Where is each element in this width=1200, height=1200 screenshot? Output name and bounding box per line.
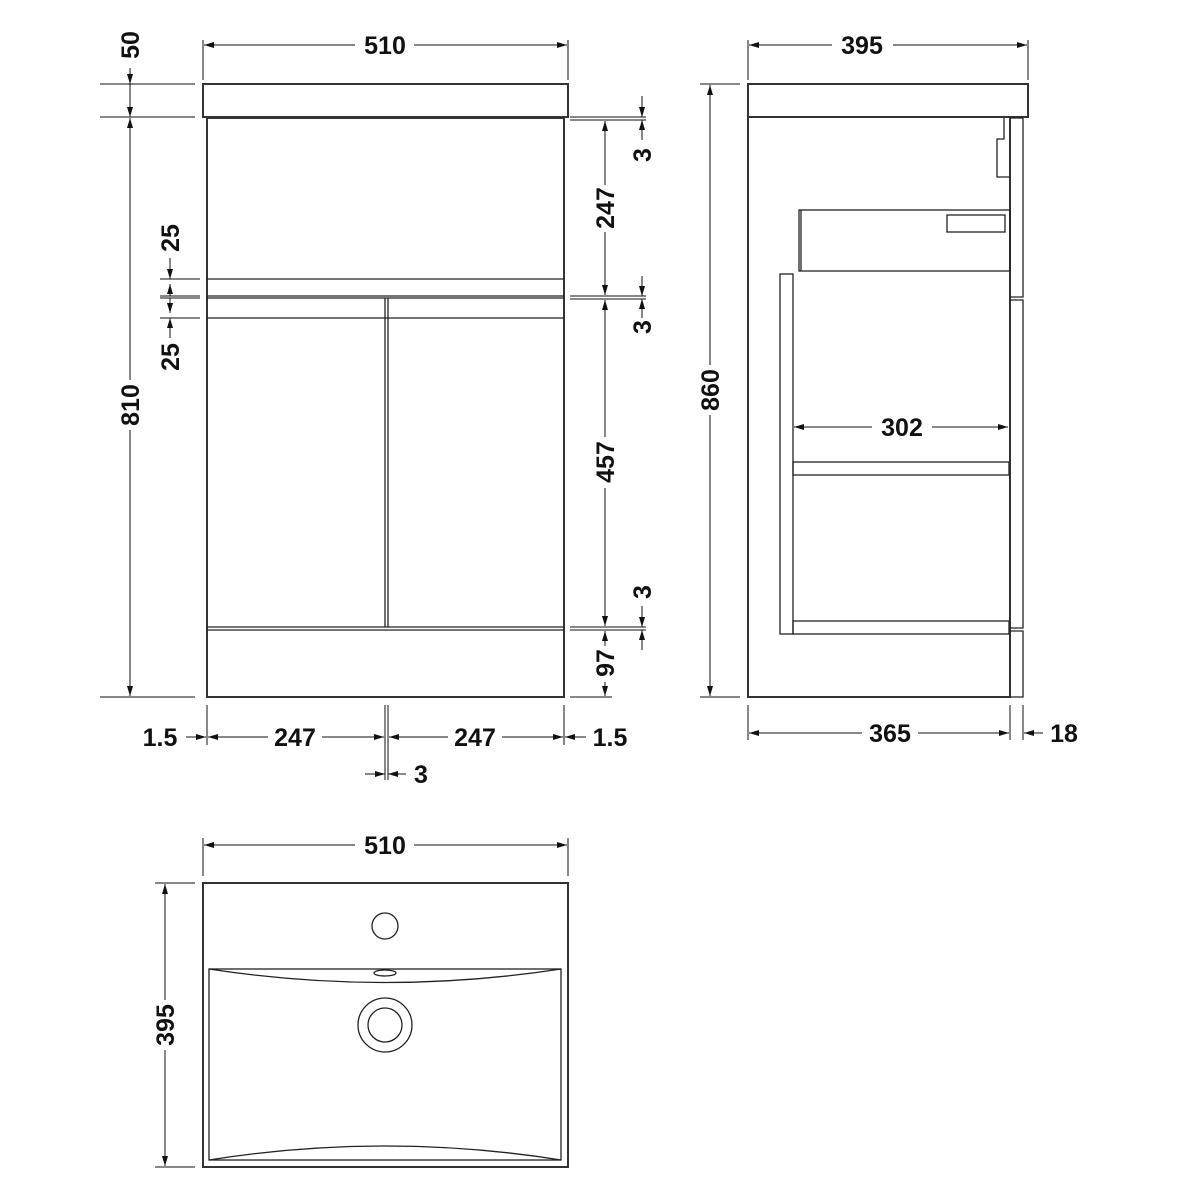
dim-side-height: 860 bbox=[697, 369, 725, 411]
bowl-back-curve bbox=[208, 968, 562, 984]
basin-outline bbox=[202, 882, 569, 1168]
dim-left-door-width: 247 bbox=[274, 724, 316, 752]
dim-internal-depth: 302 bbox=[881, 414, 923, 442]
dim-gap-middle: 3 bbox=[629, 320, 657, 334]
dim-rail-top: 25 bbox=[157, 224, 185, 252]
waste-inner-ring bbox=[367, 1007, 403, 1043]
side-view bbox=[747, 83, 1029, 698]
dim-gap-bottom: 3 bbox=[629, 585, 657, 599]
internal-drawer bbox=[798, 209, 1011, 272]
front-dimensions: 510 50 810 25 25 247 457 97 bbox=[100, 31, 657, 789]
basin-top-view bbox=[202, 882, 569, 1168]
dim-door-gap: 3 bbox=[414, 761, 428, 789]
dim-top-height: 50 bbox=[117, 31, 145, 59]
dim-front-width: 510 bbox=[364, 32, 406, 60]
tap-hole bbox=[371, 912, 399, 940]
basin-dimensions: 510 395 bbox=[152, 832, 569, 1168]
dim-left-gap: 1.5 bbox=[143, 724, 178, 752]
drawer-front-panel bbox=[1010, 117, 1024, 298]
dim-right-door-width: 247 bbox=[454, 724, 496, 752]
door-front-panel bbox=[1010, 299, 1024, 629]
front-view bbox=[202, 83, 569, 698]
dim-basin-width: 510 bbox=[364, 832, 406, 860]
waste-trap bbox=[996, 118, 1010, 178]
basin-top bbox=[202, 83, 569, 118]
side-carcass bbox=[747, 116, 1011, 698]
bowl-front-curve bbox=[208, 1145, 562, 1161]
dim-door-height: 457 bbox=[592, 441, 620, 483]
dim-rail-bottom: 25 bbox=[157, 343, 185, 371]
shelf bbox=[792, 461, 1010, 476]
cabinet-body bbox=[206, 117, 565, 698]
overflow-slot bbox=[373, 969, 397, 977]
dim-drawer-height: 247 bbox=[592, 187, 620, 229]
dim-side-depth: 395 bbox=[841, 32, 883, 60]
dim-plinth-height: 97 bbox=[592, 649, 620, 677]
dim-gap-top: 3 bbox=[629, 148, 657, 162]
dim-carcass-depth: 365 bbox=[869, 720, 911, 748]
side-dimensions: 395 860 302 365 18 bbox=[697, 32, 1078, 748]
dim-right-gap: 1.5 bbox=[593, 724, 628, 752]
side-basin-top bbox=[747, 83, 1029, 118]
basin-bowl bbox=[208, 968, 562, 1161]
bottom-shelf bbox=[792, 620, 1010, 635]
plinth-front-panel bbox=[1010, 630, 1024, 698]
dim-cabinet-height: 810 bbox=[117, 384, 145, 426]
drawer-handle-slot bbox=[946, 214, 1006, 233]
internal-side-panel bbox=[779, 273, 794, 635]
dim-door-thickness: 18 bbox=[1050, 720, 1078, 748]
dim-basin-depth: 395 bbox=[152, 1004, 180, 1046]
waste-outer-ring bbox=[357, 997, 413, 1053]
